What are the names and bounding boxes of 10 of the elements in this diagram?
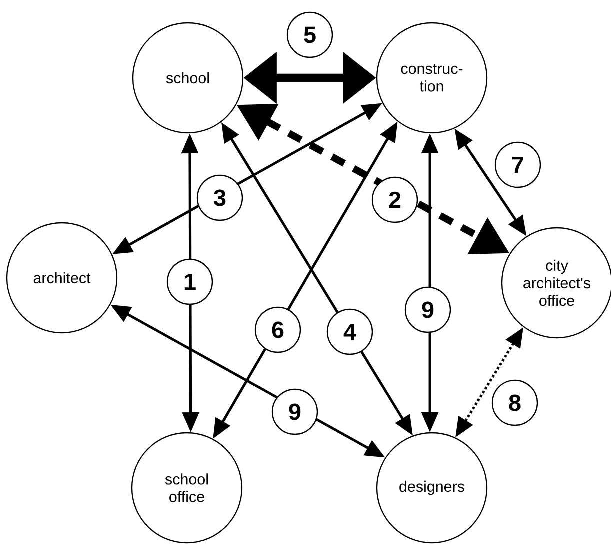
edge-label: 6 [254,306,302,354]
edge-label: 1 [166,258,214,306]
edge-label: 5 [286,12,334,58]
edge-label: 3 [196,174,244,222]
edge-label: 7 [494,142,542,188]
edge-label: 2 [372,176,418,224]
edge-label: 9 [404,286,452,334]
edge-label: 4 [326,308,374,356]
edge-label: 8 [492,380,538,426]
edge-label: 9 [272,388,318,436]
